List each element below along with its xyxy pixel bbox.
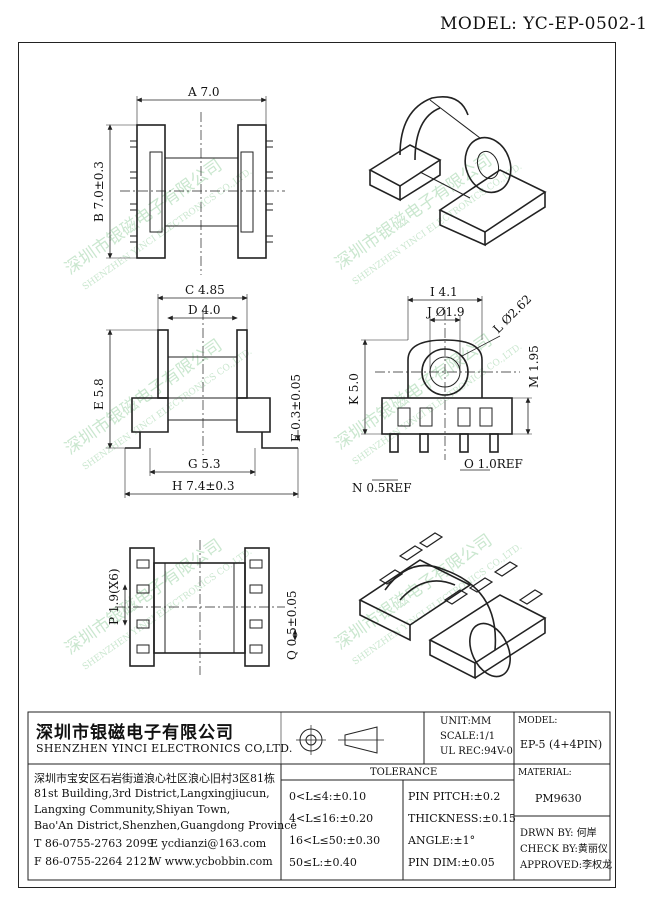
tolerance-3: 16<L≤50:±0.30 [289, 834, 381, 847]
company-name-cn: 深圳市银磁电子有限公司 [36, 723, 234, 743]
material-value: PM9630 [535, 792, 582, 805]
dim-m: M 1.95 [527, 345, 541, 388]
tolerance-title: TOLERANCE [370, 767, 438, 778]
address-en-3: Bao'An District,Shenzhen,Guangdong Provi… [34, 819, 297, 832]
dim-p: P 1.9(X6) [107, 568, 121, 625]
dim-a: A 7.0 [187, 85, 220, 99]
bottom-view [115, 540, 298, 675]
address-en-2: Langxing Community,Shiyan Town, [34, 803, 231, 816]
tolerance-pin-dim: PIN DIM:±0.05 [408, 856, 495, 869]
dim-b: B 7.0±0.3 [92, 161, 106, 222]
dim-n: N 0.5REF [352, 481, 412, 495]
watermark-cn-6: 深圳市银磁电子有限公司 [331, 530, 496, 654]
dim-j: J Ø1.9 [425, 305, 465, 319]
scale: SCALE:1/1 [440, 731, 496, 742]
dim-l: L Ø2.62 [490, 292, 534, 336]
dim-i: I 4.1 [430, 285, 458, 299]
website: W www.ycbobbin.com [150, 855, 273, 868]
dim-d: D 4.0 [188, 303, 221, 317]
email: E ycdianzi@163.com [150, 837, 267, 850]
address-cn: 深圳市宝安区石岩街道浪心社区浪心旧村3区81栋 [34, 772, 275, 785]
dim-c: C 4.85 [185, 283, 225, 297]
watermark-cn-5: 深圳市银磁电子有限公司 [61, 535, 226, 659]
checked-by: CHECK BY:黄丽仪 [520, 844, 608, 855]
side-view [361, 296, 532, 481]
fax: F 86-0755-2264 2121 [34, 855, 155, 868]
company-name-en: SHENZHEN YINCI ELECTRONICS CO,LTD. [36, 742, 293, 755]
dim-k: K 5.0 [347, 373, 361, 405]
dim-q: Q 0.5±0.05 [285, 590, 299, 660]
dim-f: F 0.3±0.05 [289, 374, 303, 442]
tolerance-pin-pitch: PIN PITCH:±0.2 [408, 790, 501, 803]
title-block-grid [27, 711, 611, 881]
front-view [106, 294, 301, 498]
iso-view-top [368, 96, 547, 247]
watermark-cn-2: 深圳市银磁电子有限公司 [331, 150, 496, 274]
dim-e: E 5.8 [92, 378, 106, 410]
model-number: MODEL: YC-EP-0502-1 [440, 14, 647, 34]
model-value: EP-5 (4+4PIN) [520, 738, 603, 751]
dim-o: O 1.0REF [464, 457, 523, 471]
tel: T 86-0755-2763 2099 [34, 837, 154, 850]
dim-h: H 7.4±0.3 [172, 479, 235, 493]
iso-view-bottom [358, 532, 547, 680]
tolerance-angle: ANGLE:±1° [408, 834, 476, 847]
drawn-by: DRWN BY: 何岸 [520, 828, 597, 839]
unit: UNIT:MM [440, 716, 492, 727]
address-en-1: 81st Building,3rd District,Langxingjiucu… [34, 787, 270, 800]
approved-by: APPROVED:李权龙 [520, 860, 613, 871]
tolerance-4: 50≤L:±0.40 [289, 856, 357, 869]
drawing-frame [18, 42, 616, 888]
model-label: MODEL: [518, 716, 558, 726]
ul-rec: UL REC:94V-0 [440, 746, 513, 757]
tolerance-thickness: THICKNESS:±0.15 [408, 812, 516, 825]
top-view [106, 96, 285, 275]
dim-g: G 5.3 [188, 457, 220, 471]
watermark-cn-1: 深圳市银磁电子有限公司 [61, 155, 226, 279]
tolerance-1: 0<L≤4:±0.10 [289, 790, 367, 803]
material-label: MATERIAL: [518, 768, 572, 778]
tolerance-2: 4<L≤16:±0.20 [289, 812, 374, 825]
